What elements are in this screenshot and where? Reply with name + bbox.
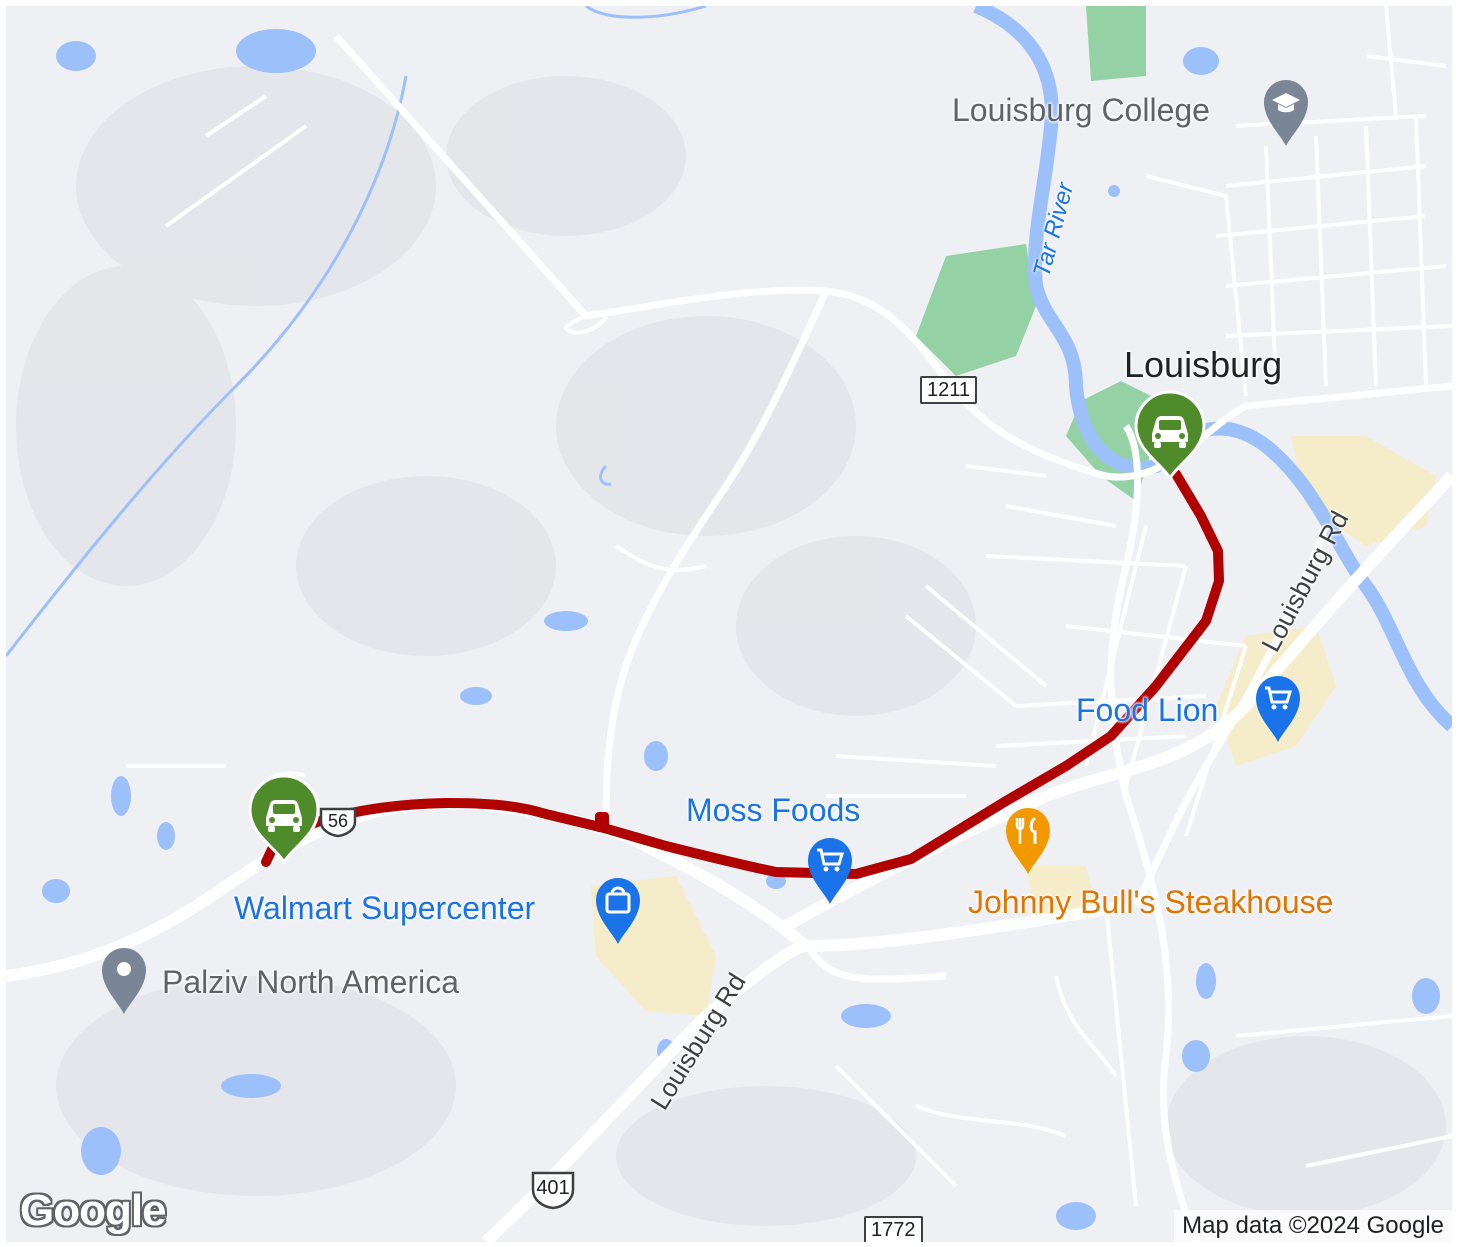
- poi-label-louisburg-college[interactable]: Louisburg College: [952, 92, 1210, 128]
- car-icon-end-marker[interactable]: [1132, 390, 1208, 480]
- road-shield-us401-label: 401: [536, 1177, 570, 1199]
- road-shield-1211: 1211: [920, 376, 978, 404]
- minor-roads: [126, 6, 1452, 1207]
- tar-river: [973, 6, 1452, 732]
- route-line: [261, 469, 1224, 879]
- car-icon-start-marker[interactable]: [246, 774, 322, 864]
- town-label-louisburg[interactable]: Louisburg: [1124, 344, 1283, 385]
- poi-label-palziv[interactable]: Palziv North America: [162, 964, 459, 1000]
- road-shield-1772: 1772: [864, 1216, 923, 1242]
- poi-label-johnny-bulls[interactable]: Johnny Bull's Steakhouse: [968, 884, 1334, 920]
- shopping-cart-icon-food-lion[interactable]: [1252, 670, 1304, 744]
- graduation-cap-icon[interactable]: [1260, 74, 1312, 148]
- streams: [6, 6, 707, 657]
- road-shield-us401: 401: [530, 1170, 576, 1210]
- road-shield-56: 56: [318, 806, 358, 838]
- road-shield-56-label: 56: [327, 811, 349, 831]
- poi-label-moss-foods[interactable]: Moss Foods: [686, 792, 861, 828]
- poi-label-food-lion[interactable]: Food Lion: [1076, 692, 1219, 728]
- fork-knife-icon[interactable]: [1002, 802, 1054, 876]
- map-base-layer: [6, 6, 1452, 1242]
- route-waypoint-marker: [595, 812, 609, 832]
- map-canvas[interactable]: 1211 1772 401 56 Louisburg Rd Louisburg …: [6, 6, 1452, 1242]
- poi-label-walmart[interactable]: Walmart Supercenter: [234, 890, 536, 926]
- google-logo[interactable]: Google: [20, 1186, 167, 1235]
- shopping-bag-icon[interactable]: [592, 872, 644, 946]
- secondary-roads: [333, 33, 1452, 1242]
- place-pin-icon[interactable]: [98, 942, 150, 1016]
- shopping-cart-icon-moss-foods[interactable]: [804, 832, 856, 906]
- map-attribution[interactable]: Map data ©2024 Google: [1174, 1210, 1452, 1242]
